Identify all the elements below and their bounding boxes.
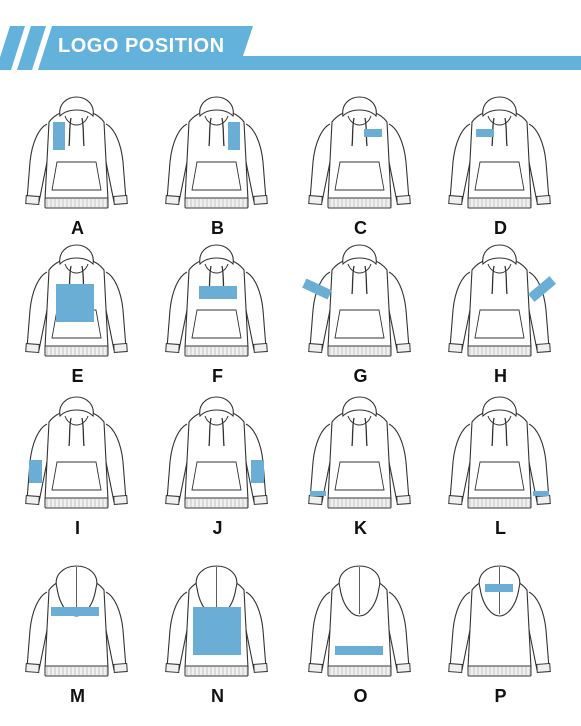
logo-area-o [335,646,383,655]
hoodie-front-drawing [448,96,551,209]
position-label: N [211,686,224,706]
hoodie-front-drawing [25,244,128,357]
hoodie-back-drawing [308,565,411,677]
logo-area-n [193,607,241,655]
position-label: F [212,366,223,386]
logo-area-c [364,129,382,137]
hoodie-front-drawing [165,396,268,509]
position-label: I [74,518,80,538]
logo-area-l [533,491,549,496]
header-banner: LOGO POSITION [0,0,581,80]
logo-position-a: A [5,92,150,252]
position-label: E [71,366,84,386]
position-label: B [211,218,224,238]
header-stripes [0,26,581,70]
hoodie-back-drawing [25,565,128,677]
logo-position-p: P [428,560,573,720]
logo-position-f: F [145,240,290,400]
logo-area-j [251,460,264,483]
logo-position-d: D [428,92,573,252]
position-label: A [71,218,84,238]
logo-position-l: L [428,392,573,552]
hoodie-back-drawing [448,565,551,677]
logo-area-m [51,607,99,616]
logo-position-o: O [288,560,433,720]
position-label: P [494,686,507,706]
hoodie-back-drawing [165,565,268,677]
position-label: D [494,218,507,238]
hoodie-front-drawing [165,96,268,209]
logo-area-g [302,278,332,300]
hoodie-front-drawing [302,244,411,357]
logo-area-b [228,122,240,150]
logo-area-p [485,584,513,592]
logo-position-b: B [145,92,290,252]
logo-area-e [56,284,94,322]
position-label: H [494,366,507,386]
logo-area-k [310,491,326,496]
logo-position-m: M [5,560,150,720]
logo-position-e: E [5,240,150,400]
hoodie-front-drawing [25,96,128,209]
position-label: M [70,686,85,706]
logo-position-i: I [5,392,150,552]
hoodie-front-drawing [165,244,268,357]
logo-position-h: H [428,240,573,400]
hoodie-front-drawing [448,244,556,357]
hoodie-front-drawing [308,96,411,209]
logo-area-h [528,276,556,302]
logo-area-d [476,129,494,137]
position-label: J [212,518,223,538]
logo-position-c: C [288,92,433,252]
hoodie-front-drawing [308,396,411,509]
hoodie-front-drawing [448,396,551,509]
hoodie-front-drawing [25,396,128,509]
logo-position-k: K [288,392,433,552]
position-label: G [353,366,368,386]
logo-area-i [29,460,42,483]
position-label: C [354,218,367,238]
page-title: LOGO POSITION [58,35,225,57]
logo-area-a [53,122,65,150]
logo-position-g: G [288,240,433,400]
position-label: K [354,518,367,538]
position-label: O [353,686,368,706]
logo-area-f [199,286,237,299]
logo-position-j: J [145,392,290,552]
logo-position-n: N [145,560,290,720]
position-label: L [495,518,506,538]
